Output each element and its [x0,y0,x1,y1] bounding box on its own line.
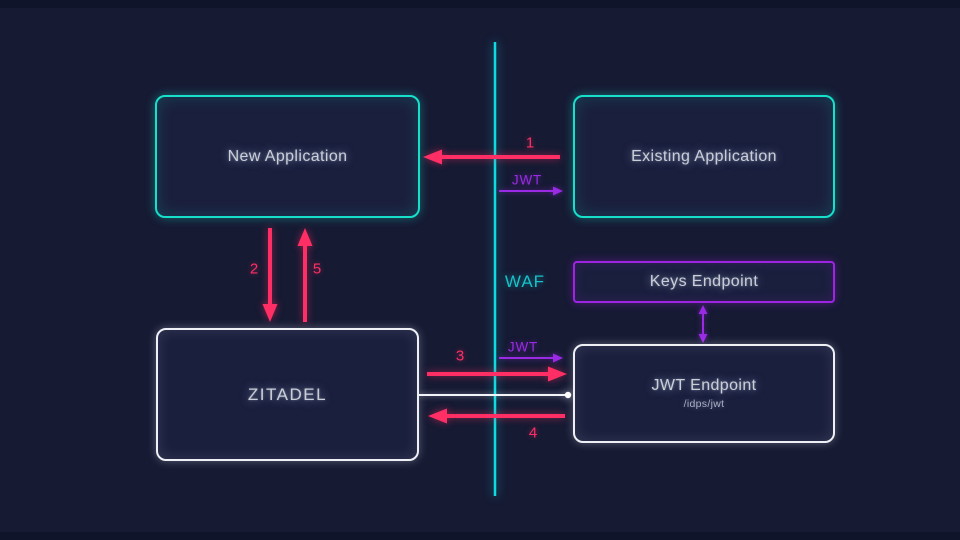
step5-label: 5 [312,260,322,278]
zitadel-jwt-connector-dot [564,391,572,399]
jwt-middle-label: JWT [507,339,539,355]
keys-jwt-connector-head-down [698,334,708,343]
node-zitadel: ZITADEL [156,328,419,461]
keys-jwt-connector-head-up [698,305,708,314]
zitadel-label: ZITADEL [247,384,328,404]
node-new-application: New Application [155,95,420,218]
jwt-endpoint-path: /idps/jwt [683,398,725,410]
top-letterbox-bar [0,0,960,8]
jwt-top-label: JWT [511,172,543,188]
step3-label: 3 [455,347,465,365]
step4-label: 4 [528,424,538,442]
keys-endpoint-label: Keys Endpoint [649,273,759,290]
arrow-jwt-top-head [553,186,563,196]
new-application-label: New Application [227,147,348,165]
bottom-letterbox-bar [0,532,960,540]
jwt-endpoint-label: JWT Endpoint [651,377,757,394]
node-existing-application: Existing Application [573,95,835,218]
arrow-step2-head [262,304,278,322]
arrow-step5-head [297,228,313,246]
arrow-step3-head [548,366,567,382]
waf-label: WAF [504,272,546,291]
step2-label: 2 [249,260,259,278]
node-keys-endpoint: Keys Endpoint [573,261,835,303]
step1-label: 1 [525,134,535,152]
arrow-jwt-middle-head [553,353,563,363]
arrow-step4-head [428,408,447,424]
node-jwt-endpoint: JWT Endpoint /idps/jwt [573,344,835,443]
arrow-step1-head [423,149,442,165]
existing-application-label: Existing Application [631,147,777,165]
